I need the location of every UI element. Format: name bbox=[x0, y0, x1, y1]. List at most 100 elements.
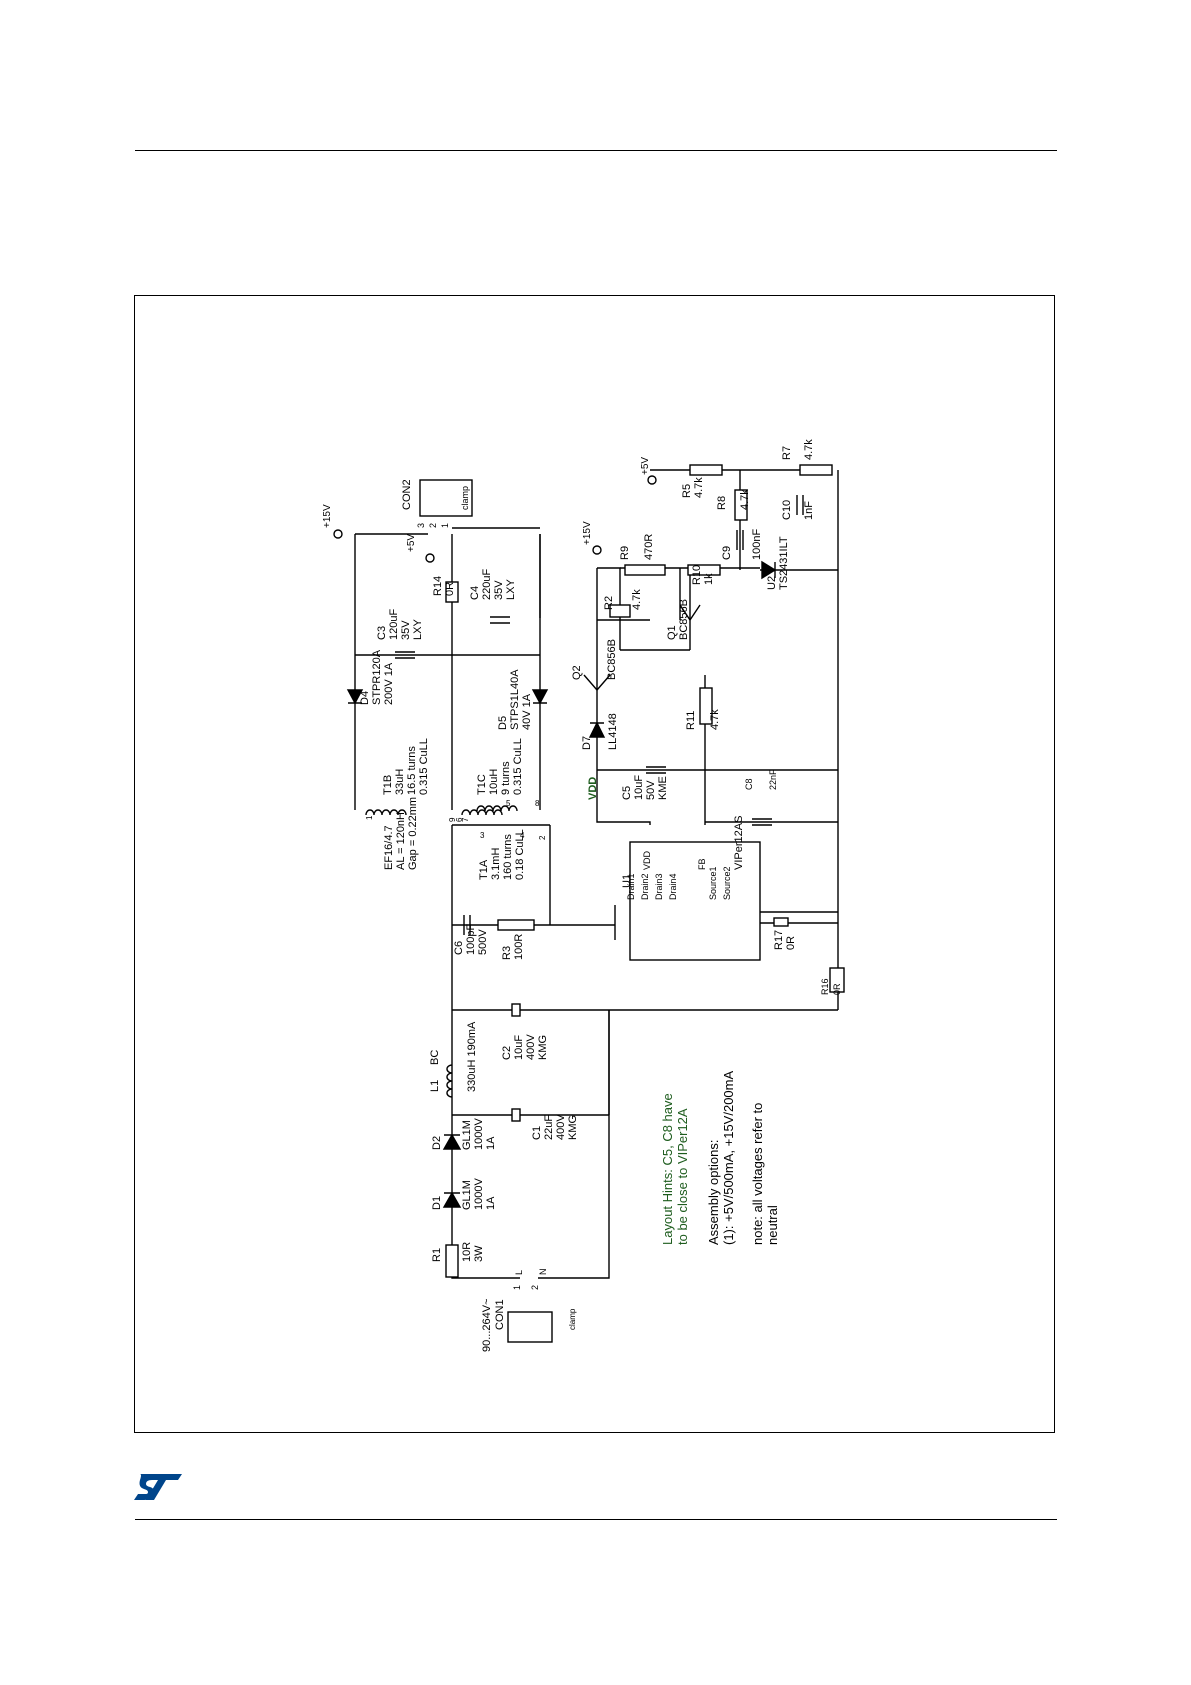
st-logo-icon bbox=[134, 1474, 182, 1500]
label-d2-v2: 1000V bbox=[473, 1118, 485, 1150]
label-d5-v2: 40V 1A bbox=[521, 693, 533, 730]
p5v-terminal-fb bbox=[647, 475, 657, 485]
label-c1-v1: 22uF bbox=[543, 1115, 555, 1140]
label-d7-v: LL4148 bbox=[607, 713, 619, 750]
label-con2-clamp: clamp bbox=[460, 486, 470, 510]
label-l1: L1 bbox=[429, 1080, 441, 1092]
label-c6: C6 bbox=[453, 941, 465, 955]
label-d1-v3: 1A bbox=[485, 1196, 497, 1210]
r17-body bbox=[773, 917, 789, 927]
label-pin-7: 7 bbox=[461, 817, 470, 822]
label-u1-s1: Source1 bbox=[708, 866, 718, 900]
r14-body bbox=[445, 581, 459, 603]
d2-diode-icon bbox=[442, 1133, 462, 1150]
label-u1: U1 bbox=[621, 874, 633, 888]
header-rule bbox=[135, 150, 1057, 151]
label-c1-v3: KMG bbox=[567, 1115, 579, 1140]
c10-cap-icon bbox=[796, 495, 804, 515]
label-c4-v2: 35V bbox=[493, 580, 505, 600]
label-r2-v: 4.7k bbox=[631, 589, 643, 610]
label-c9-v: 100nF bbox=[751, 529, 763, 560]
label-t1c-v1: 10uH bbox=[488, 769, 500, 795]
label-vdd: VDD bbox=[587, 777, 599, 800]
label-d2-v3: 1A bbox=[485, 1136, 497, 1150]
label-con1: CON1 bbox=[494, 1299, 506, 1330]
label-d4-v2: 200V 1A bbox=[383, 662, 395, 705]
label-c3-v2: 35V bbox=[400, 620, 412, 640]
label-t1a-v1: 3.1mH bbox=[490, 848, 502, 880]
label-r2: R2 bbox=[603, 596, 615, 610]
r1-body bbox=[445, 1244, 459, 1278]
label-t1c-v2: 9 turns bbox=[500, 761, 512, 795]
label-c9: C9 bbox=[721, 546, 733, 560]
label-d1: D1 bbox=[431, 1196, 443, 1210]
label-c5-v3: KME bbox=[657, 776, 669, 800]
l1-inductor-icon bbox=[446, 1064, 453, 1098]
label-d2-v1: GL1M bbox=[461, 1120, 473, 1150]
label-t1c: T1C bbox=[476, 774, 488, 795]
c2-body bbox=[511, 1003, 521, 1017]
con1-body bbox=[507, 1311, 553, 1343]
label-u2: U2 bbox=[766, 576, 778, 590]
label-r7: R7 bbox=[781, 446, 793, 460]
u1-body bbox=[629, 841, 761, 961]
label-r1-v2: 3W bbox=[473, 1245, 485, 1262]
label-c8-v: 22nF bbox=[768, 769, 778, 790]
d4-diode-icon bbox=[346, 689, 364, 705]
t1a-winding-icon bbox=[476, 805, 518, 812]
c8-cap-icon bbox=[752, 818, 772, 826]
label-pin-9: 9 bbox=[448, 817, 457, 822]
label-r9-v: 470R bbox=[643, 534, 655, 560]
label-c2: C2 bbox=[501, 1046, 513, 1060]
label-r17: R17 bbox=[773, 930, 785, 950]
label-c5-v2: 50V bbox=[645, 780, 657, 800]
label-t1b-v1: 33uH bbox=[394, 769, 406, 795]
label-r10: R10 bbox=[691, 565, 703, 585]
label-c10: C10 bbox=[781, 500, 793, 520]
label-pin-3: 3 bbox=[480, 831, 485, 840]
label-d5-v1: STPS1L40A bbox=[509, 669, 521, 730]
c5-cap-icon bbox=[646, 766, 666, 774]
label-hint1: Layout Hints: C5, C8 have bbox=[660, 1093, 675, 1245]
label-t1c-v3: 0.315 CuLL bbox=[512, 738, 524, 795]
label-u2-v: TS2431ILT bbox=[778, 536, 790, 590]
label-r11-v: 4.7k bbox=[709, 709, 721, 730]
label-r14-v: 0R bbox=[444, 582, 456, 596]
label-q1: Q1 bbox=[666, 625, 678, 640]
label-u1-fb: FB bbox=[697, 858, 707, 870]
c1-body bbox=[511, 1108, 521, 1122]
label-r16-v: 0R bbox=[832, 983, 842, 995]
c3-cap-icon bbox=[395, 651, 415, 659]
label-u1-d3: Drain3 bbox=[654, 873, 664, 900]
label-pin-1: 1 bbox=[365, 815, 374, 820]
label-p15v: +15V bbox=[322, 504, 333, 528]
q2-transistor-icon bbox=[583, 674, 611, 691]
label-c6-v1: 100pF bbox=[465, 924, 477, 955]
label-pin-8: 8 bbox=[535, 799, 540, 808]
label-r5-v: 4.7k bbox=[693, 477, 705, 498]
label-t1b-v3: 0.315 CuLL bbox=[418, 738, 430, 795]
label-u1-d1: Drain1 bbox=[626, 873, 636, 900]
label-note1: note: all voltages refer to bbox=[750, 1103, 765, 1245]
label-pin-6: 6 bbox=[455, 817, 464, 822]
label-p5v: +5V bbox=[406, 534, 417, 552]
label-t1b-v2: 16.5 turns bbox=[406, 746, 418, 795]
u2-tl431-icon bbox=[761, 560, 777, 580]
r10-body bbox=[687, 564, 721, 576]
label-pin-5: 5 bbox=[506, 799, 511, 808]
label-d4-v1: STPR120A bbox=[371, 649, 383, 705]
r8-body bbox=[734, 489, 748, 521]
label-core-v2: AL = 120nH bbox=[395, 812, 407, 870]
r16-body bbox=[829, 967, 845, 993]
wires bbox=[354, 469, 839, 1279]
label-con1-pin1: 1 bbox=[512, 1285, 522, 1290]
label-pin-4: 4 bbox=[520, 831, 525, 840]
label-r1: R1 bbox=[431, 1248, 443, 1262]
label-r11: R11 bbox=[685, 711, 697, 730]
r9-body bbox=[624, 564, 666, 576]
label-c1: C1 bbox=[531, 1126, 543, 1140]
label-c4: C4 bbox=[469, 586, 481, 600]
label-p5v: +5V bbox=[640, 457, 651, 475]
d7-diode-icon bbox=[588, 721, 606, 738]
